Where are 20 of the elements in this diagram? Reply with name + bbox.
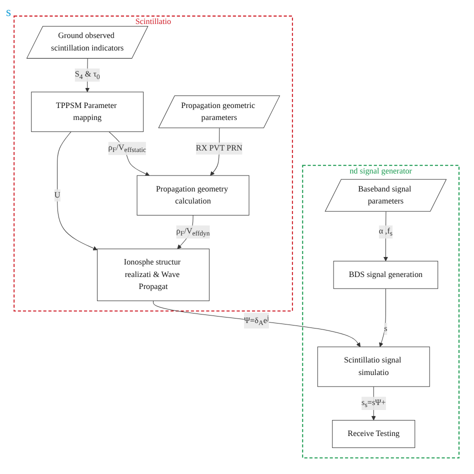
edge-label: Ψ=δ$_{A}$e$^{j}$: [244, 314, 270, 327]
node-box: Ionosphe structur realizati & Wave Propagat: [97, 248, 210, 302]
arrow: [153, 300, 361, 348]
node-box: TPPSM Parameter mapping: [32, 92, 144, 132]
group-label: s: [6, 4, 12, 19]
edge-label: ρ$_{F}$/V$_{effstatic}$: [108, 143, 146, 154]
edge-label: RX PVT PRN: [196, 144, 243, 153]
node-box: Receive Testing: [332, 420, 416, 448]
arrow: [384, 211, 388, 262]
edge-label: s: [384, 324, 388, 334]
edge-label: α ,f$_{s}$: [379, 226, 394, 238]
arrow: [380, 288, 386, 348]
edge-label: S$_{4}$ & τ$_{0}$: [75, 70, 100, 80]
node-box: Scintillatio signal simulatio: [318, 346, 430, 387]
node-box: Propagation geometry calculation: [137, 175, 250, 216]
arrow: [57, 131, 98, 250]
node-box: BDS signal generation: [334, 260, 439, 289]
edge-label: s$_{s}$=sΨ+: [362, 398, 386, 409]
edge-label: ρ$_{F}$/V$_{effdyn}$: [176, 226, 210, 238]
edge-label: U: [54, 190, 61, 200]
